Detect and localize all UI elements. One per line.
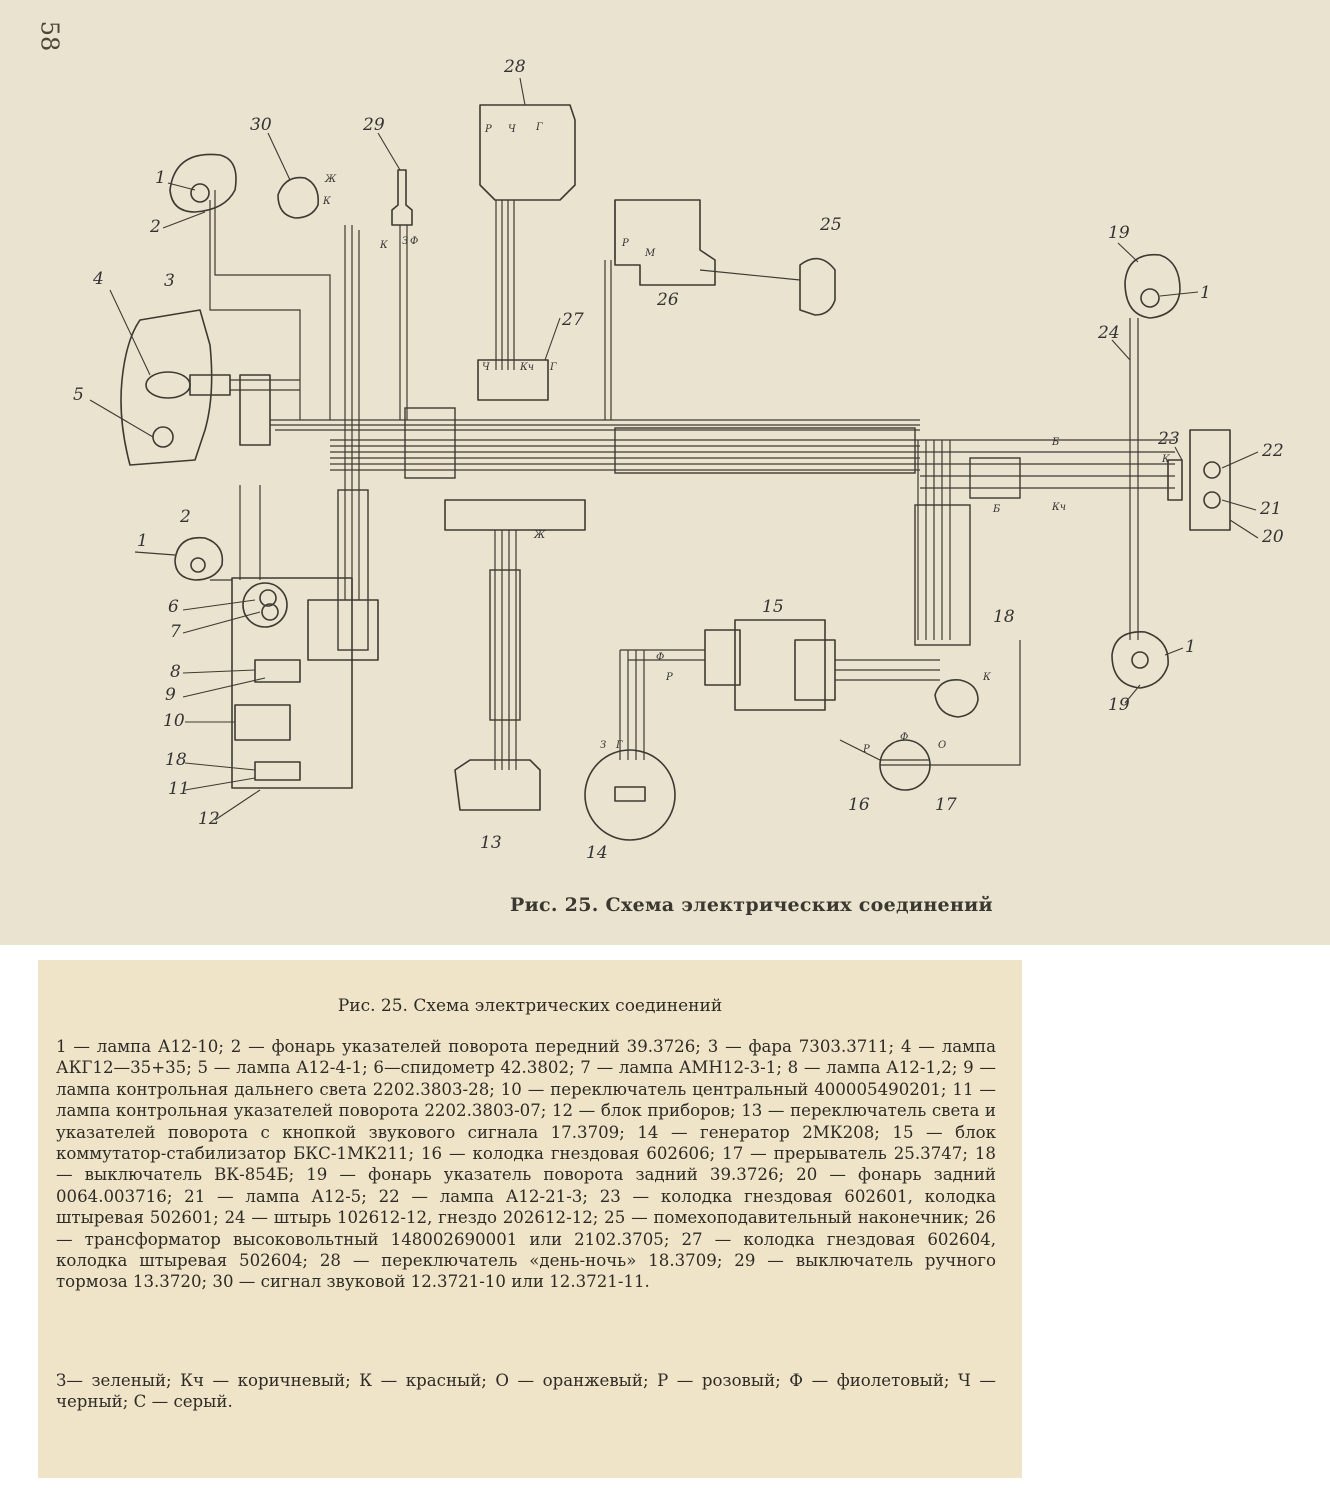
wire-colour-letter: Ж [324,174,337,185]
legend-panel: Рис. 25. Схема электрических соединений … [38,960,1022,1478]
wire-colour-letter: Кч [1051,502,1066,513]
wire-colour-letter: Ч [508,124,516,135]
horn [277,176,320,219]
component-label: 14 [586,843,608,863]
component-label: 24 [1097,323,1120,343]
lamp-4 [145,371,191,399]
legend-title: Рис. 25. Схема электрических соединений [337,996,723,1016]
legend-colors: З— зеленый; Кч — коричневый; К — красный… [56,1371,996,1412]
wire-colour-letter: М [644,248,656,259]
suppressor-cap [799,257,836,316]
wire-colour-letter: Г [615,740,623,751]
day-night-switch [479,104,576,201]
component-label: 2 [149,217,161,237]
wire-colour-letter: З [402,236,408,247]
connector-27 [477,359,549,401]
commutator-stabilizer [734,619,826,711]
lamp-8-holder [254,659,301,683]
component-label: 9 [165,685,176,705]
component-label: 4 [92,269,104,289]
central-switch [234,704,291,741]
component-label: 29 [362,115,385,135]
component-label: 6 [168,597,179,617]
component-label: 21 [1259,499,1282,519]
wire-colour-letter: Ч [482,362,490,373]
component-label: 17 [935,795,957,815]
wire-colour-letter: Ф [656,652,664,663]
component-label: 30 [250,115,272,135]
headlight [120,309,213,466]
wire-colour-letter: Р [484,124,492,135]
lamp-1-top [190,183,210,203]
component-label: 11 [168,779,190,799]
component-label: 27 [561,310,584,330]
wire-colour-letter: Г [535,122,543,133]
component-label: 12 [198,809,220,829]
wire-colour-letter: Б [1051,437,1060,448]
component-label: 19 [1108,695,1130,715]
wire-colour-letter: Кч [519,362,534,373]
component-label: 15 [762,597,784,617]
wire-colour-letter: Ф [900,732,908,743]
wire-colour-letter: О [938,740,946,751]
wire-colour-letter: З [600,740,606,751]
component-label: 1 [155,168,166,188]
wire-colour-letter: К [379,240,388,251]
component-label: 19 [1108,223,1130,243]
wire-colour-letter: К [1161,454,1170,465]
wire-colour-letter: Ж [533,530,546,541]
component-label: 10 [163,711,185,731]
front-turn-light-lower [174,536,224,581]
component-label: 1 [1185,637,1196,657]
wire-colour-letter: Ф [410,236,418,247]
component-label: 8 [170,662,181,682]
wire-colour-letter: Р [665,672,673,683]
component-label: 26 [656,290,679,310]
component-label: 28 [503,57,526,77]
legend-body: 1 — лампа А12-10; 2 — фонарь указателей … [56,1037,996,1292]
component-label: 18 [993,607,1015,627]
component-label: 3 [164,271,175,291]
generator [584,749,676,841]
wire-colour-letter: Р [862,744,870,755]
lamp-11-holder [254,761,301,781]
component-label: 5 [73,385,84,405]
component-label: 1 [137,531,148,551]
wiring-diagram: 1 2 3 4 5 2 1 6 7 8 9 10 18 11 12 30 29 … [73,57,1284,863]
wire-colour-letter: К [322,196,331,207]
tail-light [1189,429,1231,531]
light-switch-13 [454,759,541,811]
component-label: 13 [480,833,502,853]
front-turn-light-left [169,153,237,213]
instrument-block [231,577,353,789]
component-label: 1 [1200,283,1211,303]
component-label: 7 [170,622,181,642]
switch-18 [934,678,979,718]
component-label: 16 [848,795,870,815]
component-label: 20 [1261,527,1284,547]
component-label: 2 [179,507,191,527]
component-label: 25 [819,215,842,235]
component-label: 22 [1261,441,1284,461]
speedometer [242,582,288,628]
ignition-transformer [614,199,716,286]
wire-colour-letter: К [982,672,991,683]
component-label: 18 [165,750,187,770]
wire-colour-letter: Б [992,504,1001,515]
rear-turn-light-bottom [1111,631,1169,689]
figure-caption: Рис. 25. Схема электрических соединений [510,894,993,916]
connector-23 [1167,459,1183,501]
wire-colour-letter: Р [621,238,629,249]
connector-16 [444,499,586,531]
lamp-5 [152,426,174,448]
handbrake-switch [391,169,413,226]
wire-colour-letter: Г [549,362,557,373]
component-label: 23 [1157,429,1180,449]
rear-turn-light-top [1124,253,1181,319]
